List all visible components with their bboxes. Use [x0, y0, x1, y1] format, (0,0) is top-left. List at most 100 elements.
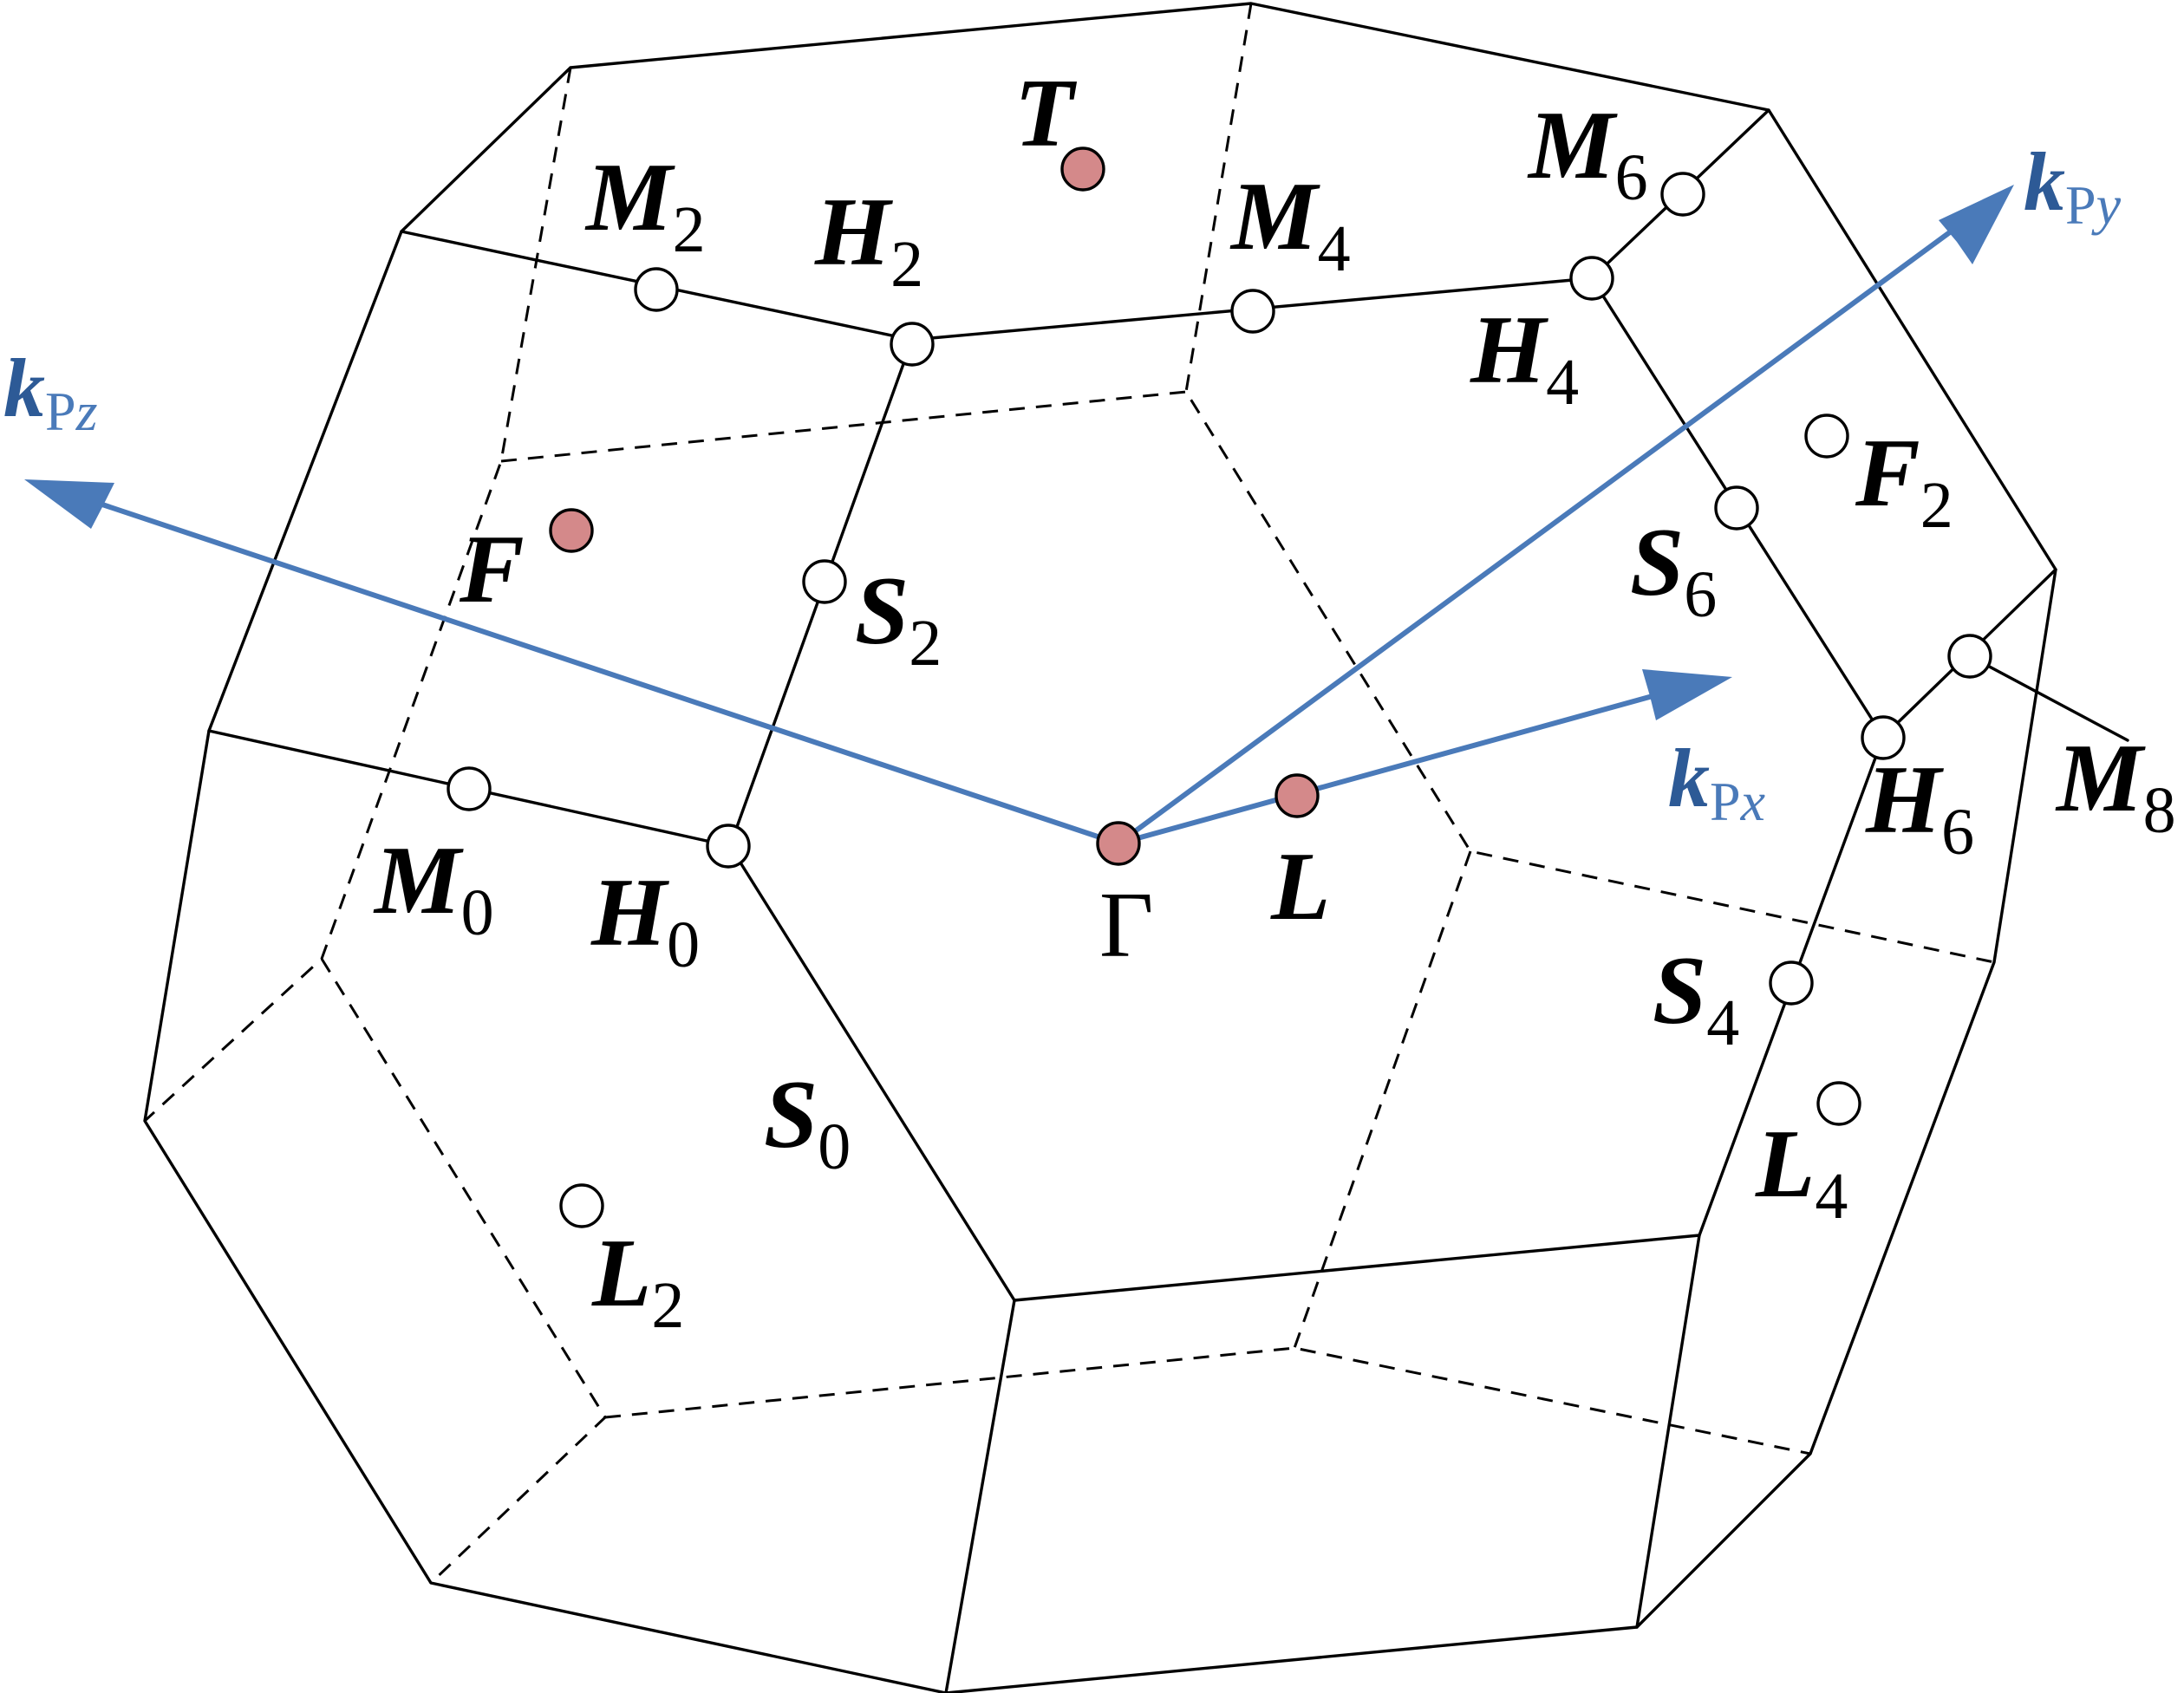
hidden-floor-edge [604, 1346, 1811, 1455]
label-s4: S4 [1653, 937, 1739, 1059]
label-m6-main: M [1527, 92, 1618, 199]
label-t-main: T [1014, 60, 1078, 167]
label-m0: M0 [373, 827, 494, 949]
point-l-marker [1275, 773, 1320, 818]
kpx-axis-line [1118, 684, 1688, 846]
label-f: F [459, 516, 525, 623]
label-l: L [1270, 833, 1330, 941]
label-s6-main: S [1630, 509, 1684, 616]
label-m6: M6 [1527, 92, 1648, 214]
hidden-edges [143, 3, 1995, 1585]
label-m4-sub: 4 [1318, 212, 1351, 285]
label-t: T [1014, 60, 1078, 167]
label-l4-main: L [1755, 1110, 1815, 1218]
point-gamma-marker [1096, 821, 1141, 866]
label-h4-sub: 4 [1546, 346, 1579, 419]
point-f-marker [549, 508, 594, 553]
point-s4-marker [1769, 960, 1814, 1006]
label-m8: M8 [2055, 725, 2176, 847]
label-l2-sub: 2 [651, 1269, 684, 1342]
kpx-axis-label-main: k [1668, 732, 1710, 824]
hidden-bottom-edge [320, 958, 607, 1585]
kpy-axis-label-sub-p: P [2065, 174, 2096, 236]
point-m4-marker [1230, 289, 1275, 334]
hidden-back-square-edge [500, 390, 1187, 463]
kpz-arrowhead-icon [24, 479, 114, 529]
kpx-axis-label: kPx [1668, 732, 1765, 832]
label-s2-main: S [855, 557, 909, 665]
point-s2-marker [802, 559, 847, 604]
label-m2-main: M [584, 144, 675, 251]
point-t-marker [1060, 147, 1105, 192]
point-h0-marker [706, 824, 751, 869]
label-h6: H6 [1865, 746, 1974, 869]
label-m8-main: M [2055, 725, 2146, 832]
kpy-axis-line [1117, 212, 1975, 846]
kpz-axis-label-sub-p: P [45, 381, 76, 442]
label-m2: M2 [584, 144, 706, 266]
label-l2-main: L [591, 1220, 651, 1327]
label-h2-main: H [814, 179, 893, 286]
label-s6: S6 [1630, 509, 1717, 631]
label-l2: L2 [591, 1220, 684, 1342]
label-gamma-main: Γ [1099, 874, 1153, 977]
kpy-axis-label-sub-y: y [2091, 174, 2122, 236]
point-f2-marker [1804, 413, 1849, 459]
point-h2-marker [890, 322, 935, 367]
label-f2-main: F [1855, 420, 1920, 527]
label-f-main: F [459, 516, 525, 623]
label-h2: H2 [814, 179, 923, 301]
label-f2: F2 [1855, 420, 1953, 542]
kpy-arrowhead-icon [1939, 185, 2014, 264]
kpx-arrowhead-icon [1642, 669, 1732, 720]
bottom-front-edge [944, 1299, 1016, 1693]
point-m8-marker [1947, 634, 1992, 679]
label-l-main: L [1270, 833, 1330, 941]
point-l4-marker [1816, 1081, 1861, 1126]
bottom-right-edge [1635, 1234, 1701, 1629]
point-h4-marker [1569, 256, 1614, 301]
axis-labels: kPz kPy kPx [3, 135, 2122, 832]
kpx-axis-label-sub-p: P [1710, 771, 1741, 832]
label-s0-main: S [764, 1061, 818, 1169]
kpy-axis-label-main: k [2024, 135, 2065, 228]
point-labels: T M2 H2 M4 M6 H4 F S2 F2 S6 M0 [373, 60, 2176, 1342]
label-h0: H0 [590, 859, 700, 981]
label-h6-main: H [1865, 746, 1944, 854]
label-m0-main: M [373, 827, 464, 934]
label-h0-sub: 0 [667, 908, 700, 981]
kpy-axis-label: kPy [2024, 135, 2122, 236]
label-l4: L4 [1755, 1110, 1848, 1233]
kpz-axis-label-sub-z: z [75, 381, 98, 442]
point-m0-marker [447, 766, 492, 811]
label-m4-main: M [1229, 163, 1320, 270]
label-s2: S2 [855, 557, 942, 680]
hidden-top-vertical-edge [1184, 3, 1995, 964]
label-s4-sub: 4 [1706, 986, 1739, 1059]
symmetry-points [447, 147, 1992, 1228]
label-m2-sub: 2 [673, 193, 706, 266]
m8-leader-line [1968, 654, 2129, 742]
label-m6-sub: 6 [1615, 141, 1648, 214]
hidden-back-hexagon-edge [1293, 850, 1472, 1349]
point-h6-marker [1861, 715, 1906, 760]
label-l4-sub: 4 [1815, 1160, 1848, 1233]
label-h2-sub: 2 [890, 228, 923, 301]
kpz-axis-line [70, 492, 1119, 846]
label-m0-sub: 0 [461, 876, 494, 949]
label-s0: S0 [764, 1061, 851, 1183]
label-gamma: Γ [1099, 874, 1153, 977]
label-s0-sub: 0 [818, 1110, 851, 1183]
label-h4: H4 [1470, 296, 1579, 419]
hidden-left-vertical-edge [143, 67, 572, 1123]
kpz-axis-label-main: k [3, 342, 45, 434]
label-s2-sub: 2 [909, 607, 942, 680]
point-m6-marker [1660, 172, 1705, 217]
label-f2-sub: 2 [1920, 469, 1953, 542]
kpz-axis-label: kPz [3, 342, 98, 442]
point-m2-marker [634, 267, 679, 312]
label-m8-sub: 8 [2143, 774, 2176, 847]
label-s6-sub: 6 [1684, 558, 1717, 631]
label-h6-sub: 6 [1941, 796, 1974, 869]
